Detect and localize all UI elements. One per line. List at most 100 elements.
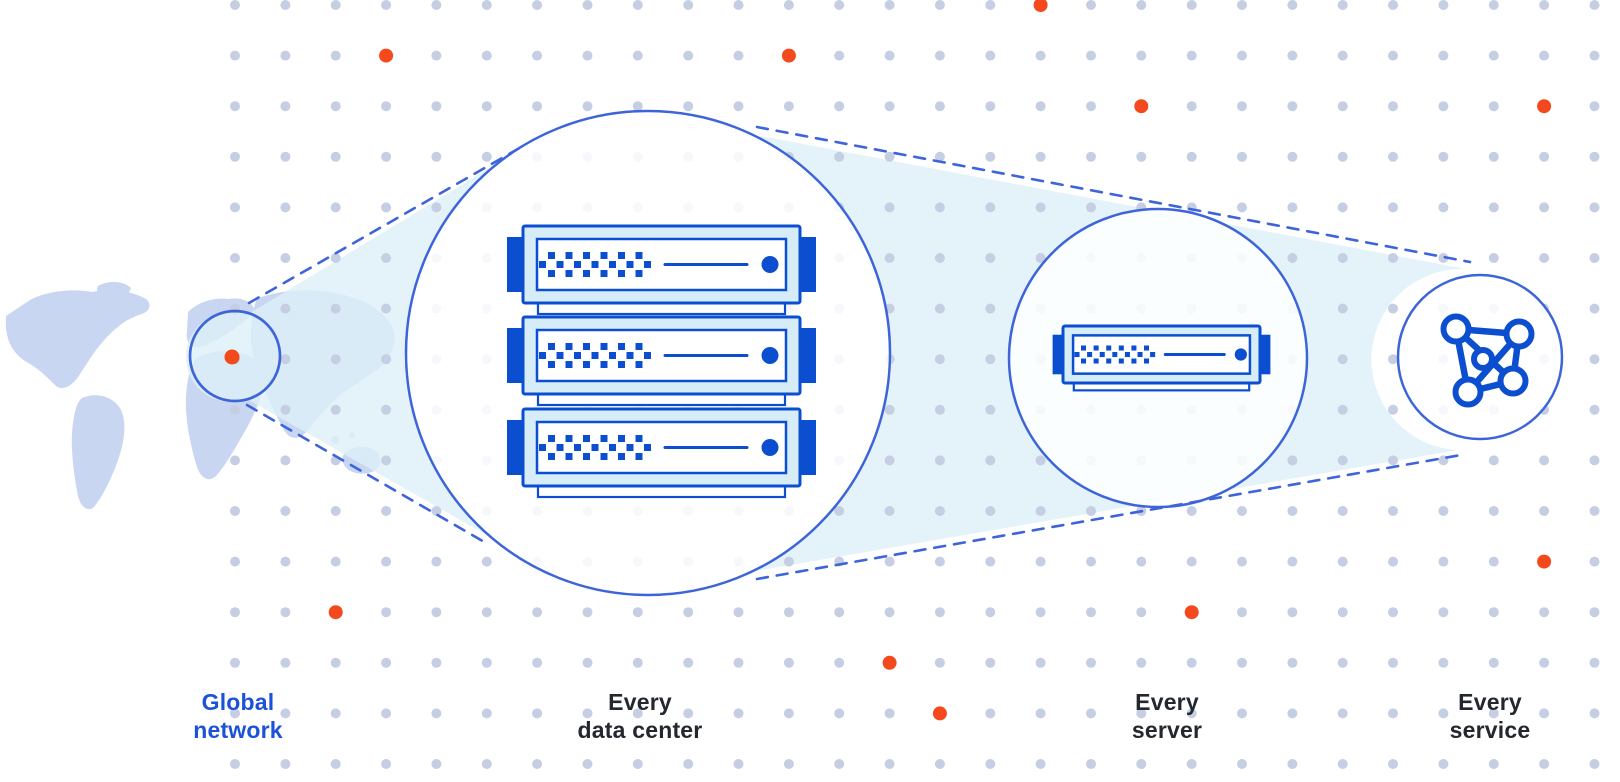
vent-square — [583, 435, 590, 442]
grid-dot — [1035, 455, 1046, 466]
grid-dot — [381, 657, 392, 668]
vent-square — [1131, 345, 1137, 351]
grid-dot — [1488, 253, 1499, 263]
server-power-led — [761, 439, 779, 456]
continent-south-america — [71, 395, 125, 510]
grid-dot — [1438, 607, 1449, 618]
vent-square — [565, 343, 573, 350]
grid-dot — [1589, 506, 1600, 516]
grid-dot — [1539, 506, 1550, 516]
grid-dot — [1438, 253, 1449, 263]
grid-dot — [1086, 0, 1096, 10]
grid-dot — [381, 506, 392, 516]
grid-dot — [1388, 303, 1398, 314]
grid-dot — [1388, 50, 1398, 61]
grid-dot — [884, 151, 895, 162]
grid-dot — [381, 101, 392, 112]
grid-dot — [985, 253, 996, 263]
grid-dot — [280, 455, 291, 466]
vent-square — [565, 252, 573, 259]
grid-dot — [1488, 556, 1499, 567]
orange-accent-dot — [379, 48, 394, 63]
grid-dot — [431, 708, 442, 719]
grid-dot — [381, 354, 392, 365]
vent-square — [626, 352, 634, 359]
continent-greenland — [97, 282, 131, 300]
grid-dot — [1136, 0, 1147, 10]
grid-dot — [330, 354, 341, 365]
grid-dot — [1337, 404, 1348, 415]
grid-dot — [834, 708, 845, 719]
vent-square — [618, 343, 625, 350]
grid-dot — [431, 759, 442, 769]
grid-dot — [280, 202, 291, 213]
grid-dot — [1539, 0, 1550, 10]
grid-dot — [1086, 708, 1096, 719]
grid-dot — [431, 202, 442, 213]
vent-square — [600, 270, 608, 277]
grid-dot — [884, 404, 895, 415]
grid-dot — [632, 708, 643, 719]
grid-dot — [1035, 50, 1046, 61]
caption-line: service — [1449, 717, 1531, 743]
grid-dot — [1035, 607, 1046, 618]
grid-dot — [481, 0, 492, 10]
map-zoom-circle — [188, 309, 282, 403]
grid-dot — [985, 657, 996, 668]
vent-square — [548, 343, 555, 350]
grid-dot — [884, 556, 895, 567]
grid-dot — [834, 506, 845, 516]
grid-dot — [934, 202, 945, 213]
vent-square — [644, 352, 651, 359]
grid-dot — [985, 506, 996, 516]
grid-dot — [783, 759, 794, 769]
vent-square — [635, 361, 643, 368]
grid-dot — [280, 101, 291, 112]
grid-dot — [1438, 101, 1449, 112]
grid-dot — [1337, 303, 1348, 314]
grid-dot — [1086, 101, 1096, 112]
grid-dot — [683, 657, 694, 668]
vent-square — [565, 435, 573, 442]
grid-dot — [1388, 708, 1398, 719]
grid-dot — [1438, 657, 1449, 668]
grid-dot — [532, 50, 543, 61]
grid-dot — [1589, 556, 1600, 567]
caption-line: Every — [1135, 689, 1199, 715]
grid-dot — [1539, 657, 1550, 668]
grid-dot — [1237, 556, 1247, 567]
vent-square — [1087, 352, 1093, 358]
grid-dot — [985, 0, 996, 10]
grid-dot — [632, 0, 643, 10]
grid-dot — [1589, 455, 1600, 466]
zoom-beam-map-to-datacenter — [185, 150, 519, 538]
grid-dot — [1186, 151, 1197, 162]
vent-square — [1144, 345, 1150, 351]
vent-square — [565, 361, 573, 368]
grid-dot — [1388, 607, 1398, 618]
grid-dot — [985, 556, 996, 567]
grid-dot — [1438, 0, 1449, 10]
grid-dot — [1136, 708, 1147, 719]
grid-dot — [1388, 404, 1398, 415]
grid-dot — [1388, 354, 1398, 365]
grid-dot — [330, 0, 341, 10]
grid-dot — [1488, 506, 1499, 516]
grid-dot — [431, 506, 442, 516]
orange-accent-dot — [1184, 605, 1199, 620]
vent-square — [1099, 352, 1105, 358]
grid-dot — [1337, 759, 1348, 769]
grid-dot — [934, 455, 945, 466]
grid-dot — [280, 151, 291, 162]
grid-dot — [985, 303, 996, 314]
grid-dot — [280, 303, 291, 314]
grid-dot — [1287, 202, 1298, 213]
grid-dot — [1035, 708, 1046, 719]
grid-dot — [532, 0, 543, 10]
grid-dot — [330, 202, 341, 213]
grid-dot — [985, 50, 996, 61]
vent-square — [600, 453, 608, 460]
grid-dot — [1337, 253, 1348, 263]
grid-dot — [1438, 708, 1449, 719]
grid-dot — [733, 0, 744, 10]
